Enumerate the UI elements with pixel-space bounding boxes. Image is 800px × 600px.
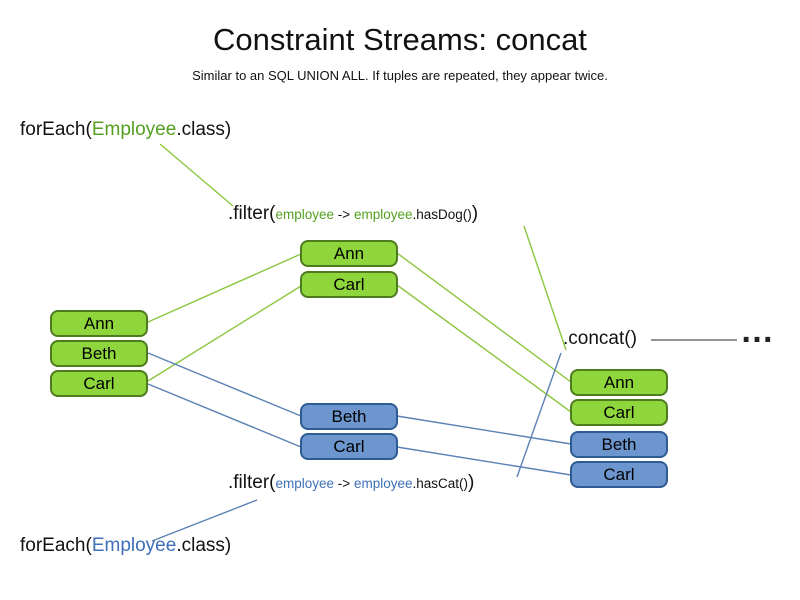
result-tuple-ann: Ann	[570, 369, 668, 396]
filter-dog-param2: employee	[353, 207, 413, 222]
foreach-bottom-post: .class)	[176, 535, 232, 556]
filter-dog-post: .hasDog()	[412, 207, 472, 222]
foreach-bottom-class: Employee	[91, 535, 177, 556]
foreach-employee-green-label: forEach(Employee.class)	[20, 119, 231, 141]
continuation-ellipsis: …	[740, 312, 775, 350]
dog-tuple-ann: Ann	[300, 240, 398, 267]
result-tuple-carl-green: Carl	[570, 399, 668, 426]
source-tuple-carl: Carl	[50, 370, 148, 397]
connector-source-ann-to-dog-ann	[147, 253, 302, 323]
connector-source-carl-to-dog-carl	[147, 285, 302, 382]
result-tuple-beth: Beth	[570, 431, 668, 458]
filter-cat-close: )	[468, 472, 475, 493]
filter-dog-arrow: ->	[334, 207, 354, 222]
source-tuple-beth: Beth	[50, 340, 148, 367]
filter-dog-param: employee	[275, 207, 335, 222]
connector-dog-carl-to-result-carl	[396, 284, 572, 413]
filter-cat-arrow: ->	[334, 476, 354, 491]
filter-cat-param: employee	[275, 476, 335, 491]
connector-foreach-bottom-to-filter-cat	[151, 499, 258, 542]
connector-dog-ann-to-result-ann	[396, 252, 572, 383]
filter-hascat-label: .filter(employee -> employee.hasCat())	[228, 472, 474, 494]
filter-cat-param2: employee	[353, 476, 413, 491]
result-tuple-carl-blue: Carl	[570, 461, 668, 488]
foreach-top-class: Employee	[91, 119, 177, 140]
cat-tuple-beth: Beth	[300, 403, 398, 430]
foreach-employee-blue-label: forEach(Employee.class)	[20, 535, 231, 557]
filter-cat-post: .hasCat()	[412, 476, 469, 491]
connector-cat-beth-to-result-beth	[396, 415, 572, 445]
connector-foreach-top-to-filter-dog	[159, 143, 234, 207]
page-subtitle: Similar to an SQL UNION ALL. If tuples a…	[192, 68, 608, 83]
source-tuple-ann: Ann	[50, 310, 148, 337]
foreach-top-post: .class)	[176, 119, 232, 140]
connector-filter-dog-to-concat	[523, 225, 567, 351]
page-title: Constraint Streams: concat	[213, 22, 587, 57]
connector-source-carl-to-cat-carl	[147, 383, 302, 448]
connector-filter-cat-to-concat	[516, 352, 562, 478]
filter-dog-pre: .filter(	[228, 203, 276, 224]
dog-tuple-carl: Carl	[300, 271, 398, 298]
filter-dog-close: )	[471, 203, 479, 224]
concat-label: .concat()	[563, 328, 637, 349]
filter-hasdog-label: .filter(employee -> employee.hasDog())	[228, 203, 478, 225]
foreach-bottom-pre: forEach(	[20, 535, 92, 556]
foreach-top-pre: forEach(	[20, 119, 92, 140]
filter-cat-pre: .filter(	[228, 472, 276, 493]
cat-tuple-carl: Carl	[300, 433, 398, 460]
connector-source-beth-to-cat-beth	[147, 352, 302, 417]
connector-cat-carl-to-result-carl	[396, 446, 572, 476]
